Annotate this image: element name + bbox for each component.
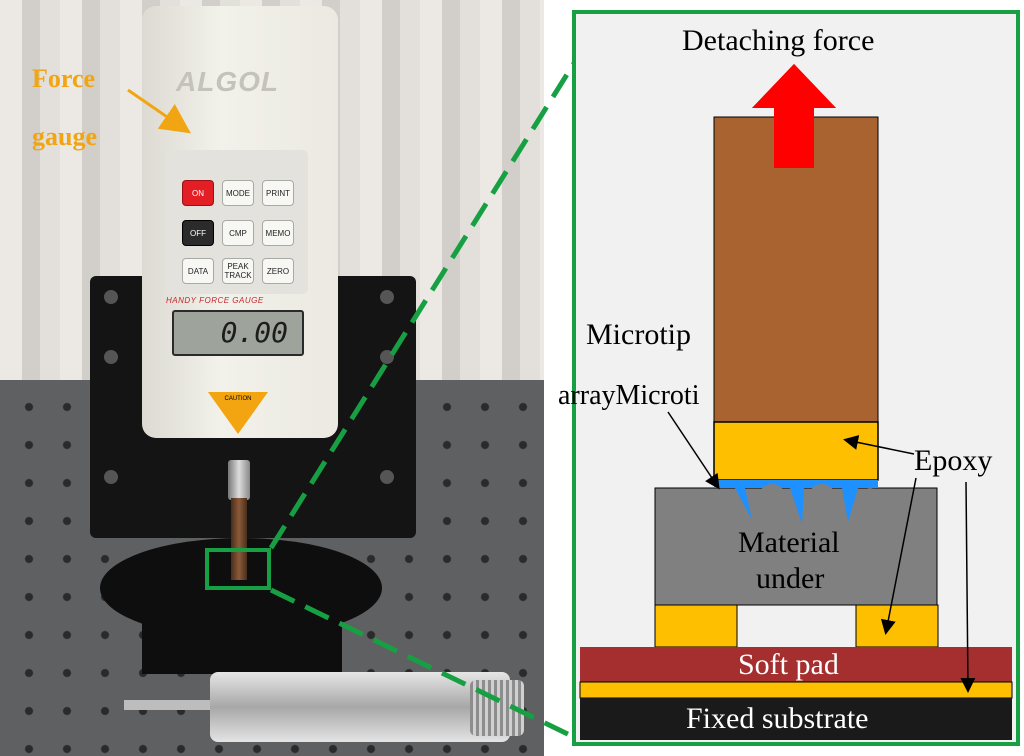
mount-hole	[104, 470, 118, 484]
sample-rod	[231, 498, 247, 580]
micrometer-spindle	[124, 700, 220, 710]
peak-track-key: PEAK TRACK	[222, 258, 254, 284]
gauge-model-label: HANDY FORCE GAUGE	[166, 296, 264, 305]
material-label-line2: under	[756, 562, 825, 595]
micrometer-thimble	[470, 680, 524, 736]
force-gauge-label-line2: gauge	[32, 122, 97, 151]
soft-pad-label: Soft pad	[738, 648, 839, 681]
zero-key: ZERO	[262, 258, 294, 284]
off-key: OFF	[182, 220, 214, 246]
mount-hole	[380, 470, 394, 484]
material-label-line1: Material	[738, 526, 840, 559]
mode-key: MODE	[222, 180, 254, 206]
mount-hole	[104, 290, 118, 304]
schematic-panel	[572, 10, 1020, 746]
photo-panel: ALGOL ON MODE PRINT OFF CMP MEMO DATA PE…	[0, 0, 544, 756]
mount-hole	[380, 350, 394, 364]
mount-hole	[380, 290, 394, 304]
gauge-display: 0.00	[172, 310, 304, 356]
on-key: ON	[182, 180, 214, 206]
caution-label: CAUTION	[224, 396, 252, 402]
microtip-label-line2: arrayMicroti	[558, 380, 700, 411]
fixed-substrate-label: Fixed substrate	[686, 702, 869, 735]
gauge-shaft	[228, 460, 250, 500]
microtip-label-line1: Microtip	[586, 318, 691, 351]
mount-hole	[104, 350, 118, 364]
print-key: PRINT	[262, 180, 294, 206]
detaching-force-label: Detaching force	[682, 24, 875, 57]
data-key: DATA	[182, 258, 214, 284]
caution-triangle-icon	[208, 392, 268, 434]
stage-block	[142, 618, 342, 674]
zoom-region-box	[205, 548, 271, 590]
force-gauge-label-line1: Force	[32, 64, 96, 93]
memo-key: MEMO	[262, 220, 294, 246]
cmp-key: CMP	[222, 220, 254, 246]
gauge-brand: ALGOL	[176, 66, 279, 97]
micrometer	[210, 672, 510, 742]
epoxy-label: Epoxy	[914, 444, 993, 477]
